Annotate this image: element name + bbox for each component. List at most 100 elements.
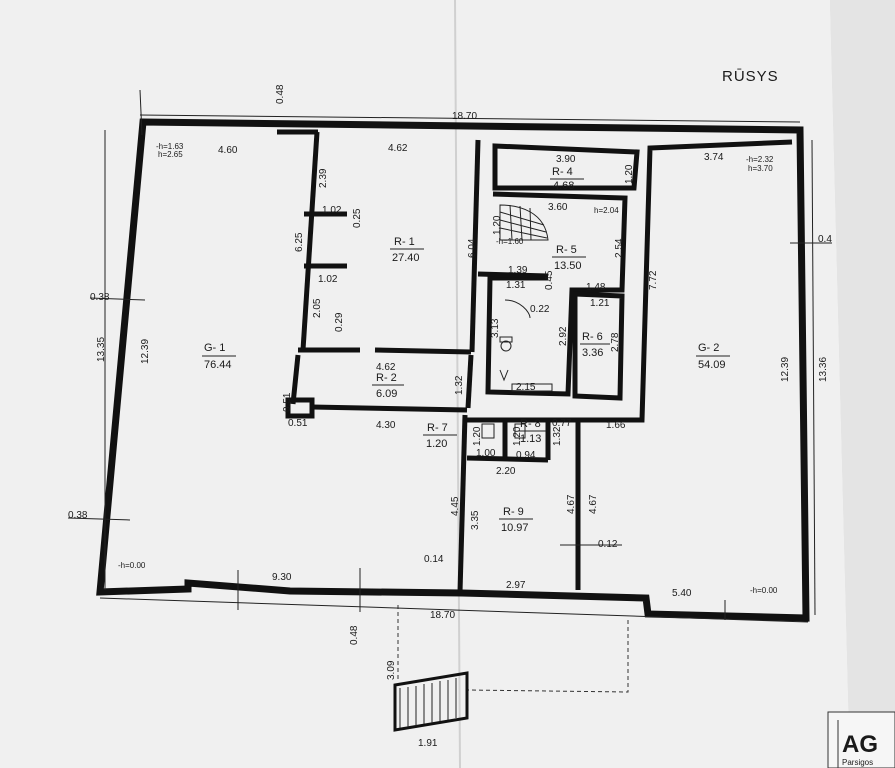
dim-r8-0-94: 0.94: [516, 450, 536, 461]
dim-r9-2-20: 2.20: [496, 466, 516, 477]
dim-r1-2-05: 2.05: [312, 298, 323, 318]
dim-stair-1-91: 1.91: [418, 738, 438, 749]
level-g2-top-b: h=3.70: [748, 164, 773, 173]
room-r7-name: R- 7: [427, 422, 448, 434]
dim-g2-width: 3.74: [704, 152, 724, 163]
dim-r9-4-67a: 4.67: [566, 494, 577, 514]
room-r6-area: 3.36: [582, 347, 603, 359]
dim-r5-0-45: 0.45: [544, 270, 555, 290]
level-marks: -h=1.63 h=2.65 -h=2.32 h=3.70 -h=0.00 -h…: [118, 142, 778, 595]
room-r1-area: 27.40: [392, 252, 420, 264]
dim-r2-width: 4.62: [376, 362, 396, 373]
dim-r7-1-20: 1.20: [472, 426, 483, 446]
dim-r2-height: 1.32: [454, 375, 465, 395]
dimension-text: 18.70 18.70 0.48 0.48 4.60 4.62 3.90 1.2…: [68, 84, 832, 749]
level-g2-floor: -h=0.00: [750, 586, 778, 595]
outer-wall: [96, 118, 810, 622]
level-stair-a: -h=1.60: [496, 237, 524, 246]
dim-g2-7-72: 7.72: [648, 270, 659, 290]
room-r4-area: 4.68: [553, 180, 574, 192]
dim-top-total: 18.70: [452, 111, 477, 122]
dim-r5-1-31: 1.31: [506, 280, 526, 291]
dim-r5-1-39: 1.39: [508, 265, 528, 276]
room-r9-area: 10.97: [501, 522, 529, 534]
dim-r6-height: 2.78: [610, 332, 621, 352]
dim-r9-2-97: 2.97: [506, 580, 526, 591]
dim-corner-0-51b: 0.51: [288, 418, 308, 429]
room-r6-name: R- 6: [582, 331, 603, 343]
room-g1-name: G- 1: [204, 342, 225, 354]
dim-g2-side-offset: 0.4: [818, 234, 832, 245]
room-r7-area: 1.20: [426, 438, 447, 450]
title-block-stamp: AG Parsigos: [827, 711, 895, 768]
stamp-logo: AG: [842, 731, 878, 758]
dim-r4-height: 1.20: [624, 164, 635, 184]
dim-r1-0-25: 0.25: [352, 208, 363, 228]
dim-g2-13-36: 13.36: [818, 357, 829, 382]
level-stair-b: h=2.04: [594, 206, 619, 215]
room-r2-name: R- 2: [376, 372, 397, 384]
dim-r5-2-92: 2.92: [558, 326, 569, 346]
dim-r6-width: 1.21: [590, 298, 610, 309]
level-g1-top-b: h=2.65: [158, 150, 183, 159]
dim-g1-13-35: 13.35: [96, 337, 107, 362]
dim-r1-2-39: 2.39: [318, 168, 329, 188]
room-r1-name: R- 1: [394, 236, 415, 248]
dim-g2-12-39: 12.39: [780, 357, 791, 382]
interior-stair: [499, 204, 549, 241]
dim-corner-0-51a: 0.51: [282, 392, 293, 412]
dim-r4-width: 3.90: [556, 154, 576, 165]
interior-walls: [277, 129, 793, 593]
dim-bottom-offset: 0.48: [349, 625, 360, 645]
dim-r9-4-45: 4.45: [450, 496, 461, 516]
level-g1-top-a: -h=1.63: [156, 142, 184, 151]
room-labels: G- 1 76.44 G- 2 54.09 R- 1 27.40 R- 2 6.…: [202, 166, 730, 534]
level-g2-top-a: -h=2.32: [746, 155, 774, 164]
dim-r1-1-02b: 1.02: [318, 274, 338, 285]
dim-g1-left-0-38a: 0.38: [90, 292, 110, 303]
dim-r8-1-20: 1.20: [512, 426, 523, 446]
dim-r8-0-77: 0.77: [552, 418, 572, 429]
dim-r1-6-25: 6.25: [294, 232, 305, 252]
dim-r5-0-22: 0.22: [530, 304, 550, 315]
dim-r9-0-14: 0.14: [424, 554, 444, 565]
dim-left-offset: 0.48: [275, 84, 286, 104]
room-r8-area: 1.13: [520, 433, 541, 445]
dim-g1-width: 4.60: [218, 145, 238, 156]
level-g1-floor: -h=0.00: [118, 561, 146, 570]
room-r5-area: 13.50: [554, 260, 582, 272]
dim-corridor-1-66: 1.66: [606, 420, 626, 431]
paper: [0, 0, 850, 768]
dim-g1-9-30: 9.30: [272, 572, 292, 583]
room-r5-name: R- 5: [556, 244, 577, 256]
dim-stair-3-09: 3.09: [386, 660, 397, 680]
entrance-stair: [393, 605, 629, 732]
stamp-text: Parsigos: [842, 758, 873, 767]
dim-r5-2-54: 2.54: [614, 238, 625, 258]
dim-bottom-total: 18.70: [430, 610, 455, 621]
dim-r9-0-12: 0.12: [598, 539, 618, 550]
dim-corridor-4-30: 4.30: [376, 420, 396, 431]
paper-fold: [830, 0, 895, 768]
room-r4-name: R- 4: [552, 166, 573, 178]
dim-r5-1-48: 1.48: [586, 282, 606, 293]
dim-r5-3-60: 3.60: [548, 202, 568, 213]
dim-r8-1-32: 1.32: [552, 426, 563, 446]
dim-g1-12-39: 12.39: [140, 339, 151, 364]
dim-r5-1-20: 1.20: [492, 215, 503, 235]
room-g2-name: G- 2: [698, 342, 719, 354]
sheet-title: RŪSYS: [722, 68, 779, 85]
dim-g2-5-40: 5.40: [672, 588, 692, 599]
dim-g1-left-0-38b: 0.38: [68, 510, 88, 521]
dim-r7-1-00: 1.00: [476, 448, 496, 459]
dim-r1-6-04: 6.04: [467, 238, 478, 258]
dim-r1-width: 4.62: [388, 143, 408, 154]
dim-r9-3-35: 3.35: [470, 510, 481, 530]
bathroom-fixtures: [481, 299, 553, 439]
dim-r1-1-02a: 1.02: [322, 205, 342, 216]
dim-r5-2-15: 2.15: [516, 382, 536, 393]
dim-r9-4-67b: 4.67: [588, 494, 599, 514]
dimension-lines: [67, 89, 832, 623]
